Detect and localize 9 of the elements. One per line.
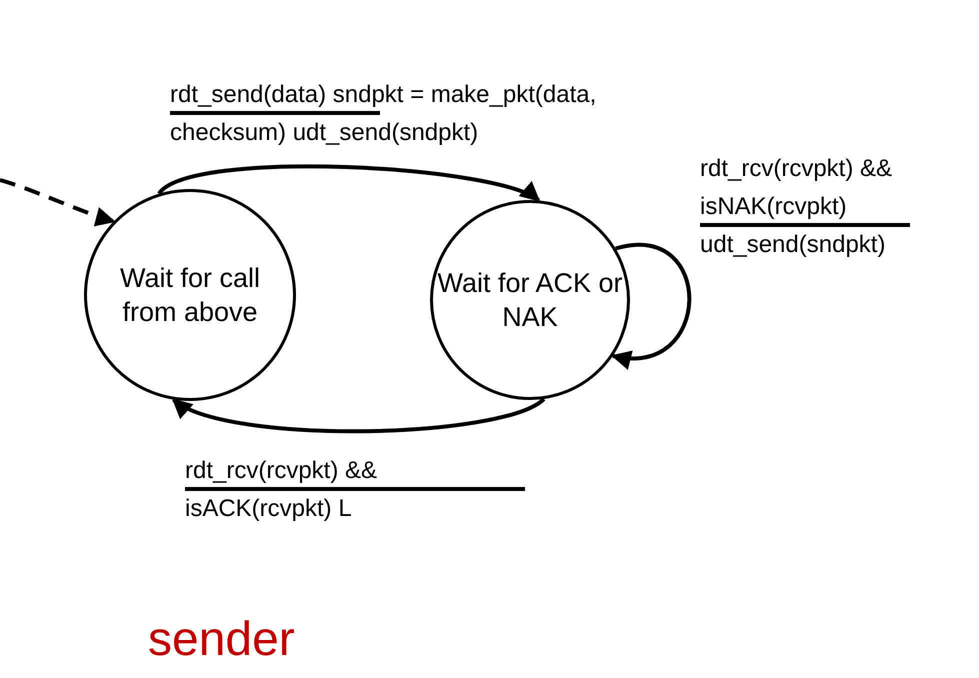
transition-arrow — [610, 242, 692, 368]
role-caption: sender — [148, 612, 295, 667]
state-circle — [430, 200, 630, 400]
state-label: Wait for ACK or NAK — [436, 267, 624, 334]
state-label: Wait for call from above — [118, 262, 262, 329]
state-circle — [84, 189, 296, 401]
transition-arrow — [0, 178, 116, 226]
transition-arrow — [158, 164, 540, 202]
transition-arrow — [172, 397, 545, 434]
